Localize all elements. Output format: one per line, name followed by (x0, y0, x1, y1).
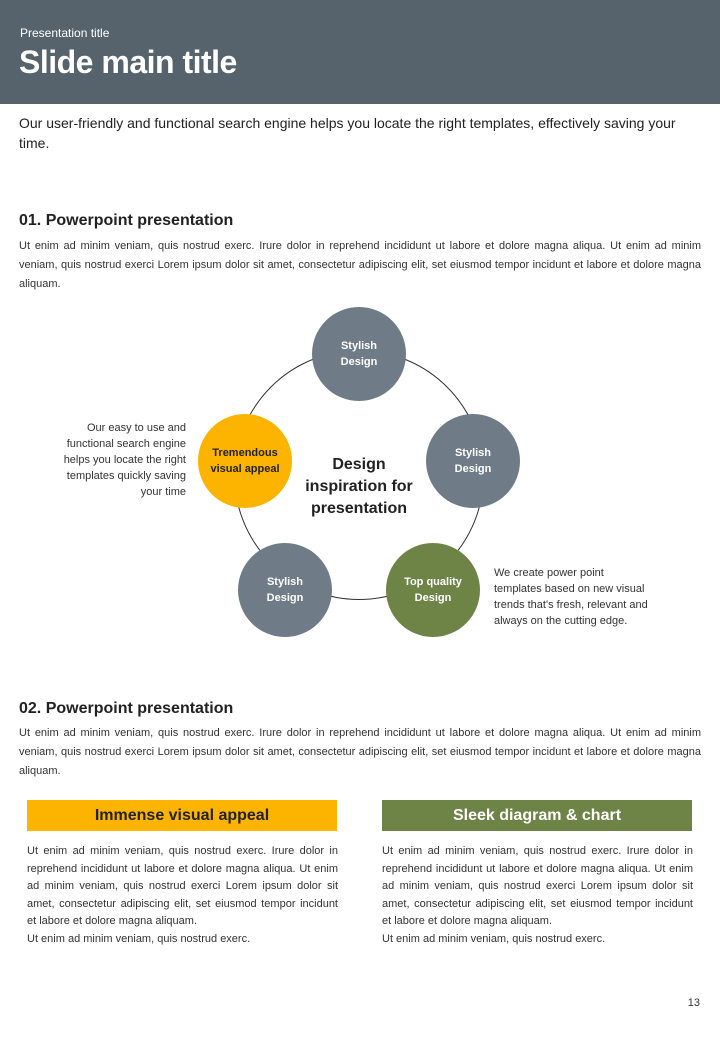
column2-body: Ut enim ad minim veniam, quis nostrud ex… (382, 843, 693, 948)
left-note: Our easy to use and functional search en… (63, 422, 186, 498)
column2-paragraph: Ut enim ad minim veniam, quis nostrud ex… (382, 845, 693, 927)
section2-body: Ut enim ad minim veniam, quis nostrud ex… (19, 727, 701, 777)
slide-header: Presentation title Slide main title (0, 0, 720, 104)
node-stylish-design-bottom-left: Stylish Design (238, 543, 332, 637)
column1-title: Immense visual appeal (27, 800, 337, 831)
column1-body: Ut enim ad minim veniam, quis nostrud ex… (27, 843, 338, 948)
node-stylish-design-top: Stylish Design (312, 307, 406, 401)
presentation-title: Presentation title (20, 26, 110, 40)
slide-main-title: Slide main title (19, 44, 237, 80)
diagram-center-text: Design inspiration for presentation (305, 456, 413, 517)
column2-paragraph2: Ut enim ad minim veniam, quis nostrud ex… (382, 932, 606, 945)
right-note: We create power point templates based on… (494, 567, 648, 627)
section1-heading: 01. Powerpoint presentation (19, 212, 234, 229)
node-tremendous-visual-appeal: Tremendous visual appeal (198, 414, 292, 508)
page-number: 13 (687, 997, 700, 1009)
intro-text: Our user-friendly and functional search … (19, 115, 676, 151)
column2-title: Sleek diagram & chart (382, 800, 692, 831)
column1-paragraph2: Ut enim ad minim veniam, quis nostrud ex… (27, 932, 251, 945)
section1-body: Ut enim ad minim veniam, quis nostrud ex… (19, 240, 701, 290)
node-stylish-design-right: Stylish Design (426, 414, 520, 508)
node-top-quality-design: Top quality Design (386, 543, 480, 637)
column1-paragraph: Ut enim ad minim veniam, quis nostrud ex… (27, 845, 338, 927)
section2-heading: 02. Powerpoint presentation (19, 700, 234, 717)
